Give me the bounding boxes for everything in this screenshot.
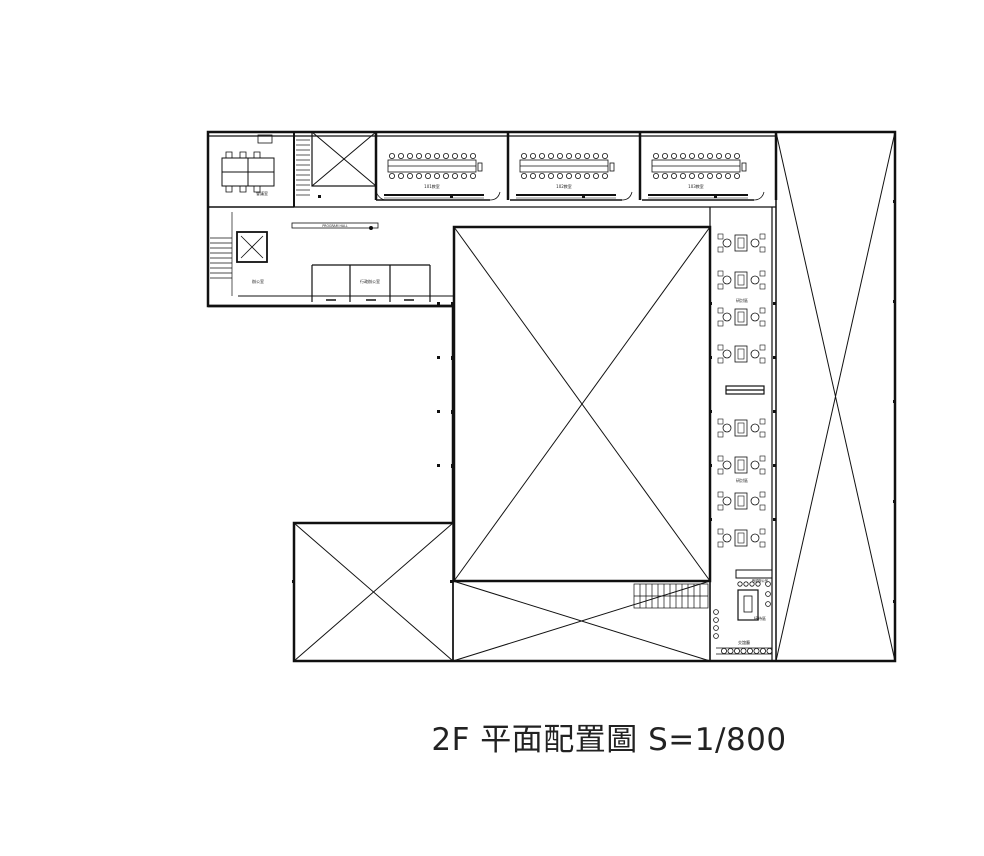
reception-seat: [765, 581, 771, 587]
classroom-desk-row: [516, 152, 616, 199]
lounge-seats: [713, 581, 773, 655]
study-pod: [717, 528, 766, 548]
study-pod: [717, 344, 766, 364]
floor-plan-drawing: [206, 130, 897, 663]
stair-well-top: [311, 131, 377, 187]
floor-plan: 101教室 102教室 103教室 會議室 PROGRAM HALL 辦公室 行…: [206, 130, 897, 663]
reception-seat: [765, 591, 771, 597]
elevator-shaft: [236, 231, 268, 263]
lounge-seat: [747, 648, 754, 655]
label-office-b: 行政辦公室: [360, 278, 380, 284]
office-chairs: [225, 151, 261, 193]
label-reception: 接待區: [754, 615, 766, 621]
label-classroom-3: 103教室: [688, 183, 704, 189]
lounge-seat: [727, 648, 734, 655]
label-staff-room: 教師辦公室: [752, 578, 768, 583]
label-corridor-sign: PROGRAM HALL: [322, 224, 347, 228]
label-study-area-upper: 研討區: [736, 297, 748, 303]
drawing-caption: 2F 平面配置圖 S=1/800: [431, 722, 787, 758]
reception-screen: [743, 595, 753, 613]
lounge-seat: [766, 648, 773, 655]
reception-desk: [737, 589, 759, 621]
study-pod: [717, 307, 766, 327]
study-pods: [717, 233, 766, 548]
lounge-seat: [713, 609, 719, 615]
stair-well-top-cross-2: [311, 131, 377, 187]
pod-divider: [725, 385, 765, 395]
southwest-void-cross-2: [293, 522, 454, 662]
west-offices: [311, 264, 431, 302]
corridor-marker: [369, 226, 373, 230]
lounge-seat: [721, 648, 728, 655]
structural-columns: [292, 195, 896, 603]
reception-seat: [749, 581, 755, 587]
label-meeting-room: 會議室: [256, 190, 268, 196]
reception-counter: [735, 569, 773, 579]
stair-treads-south: [633, 583, 709, 609]
study-pod: [717, 270, 766, 290]
lounge-seat: [713, 617, 719, 623]
door-swings: [375, 191, 765, 201]
lounge-seat: [713, 633, 719, 639]
central-void-cross-2: [453, 226, 711, 582]
classroom-desk-row: [648, 152, 748, 199]
corridor-signboard: [291, 222, 379, 229]
label-study-area-lower: 研討區: [736, 477, 748, 483]
stair-treads-west: [210, 212, 233, 296]
lounge-seat: [760, 648, 767, 655]
reception-seat: [755, 581, 761, 587]
study-pod: [717, 418, 766, 438]
lounge-seat: [740, 648, 747, 655]
lounge-seat: [753, 648, 760, 655]
study-pod: [717, 491, 766, 511]
classroom-desk-row: [384, 152, 484, 199]
label-office-a: 辦公室: [252, 278, 264, 284]
reception-seat: [765, 601, 771, 607]
south-void-cross-2: [452, 580, 711, 662]
label-lounge: 交誼廳: [738, 639, 750, 645]
reception-seat: [737, 581, 743, 587]
office-cabinet: [257, 134, 273, 144]
lounge-seat: [734, 648, 741, 655]
room-labels: 101教室 102教室 103教室 會議室 PROGRAM HALL 辦公室 行…: [252, 183, 768, 645]
stair-treads-top: [296, 139, 310, 196]
label-classroom-1: 101教室: [424, 183, 440, 189]
classroom-walls: [208, 199, 754, 208]
label-classroom-2: 102教室: [556, 183, 572, 189]
east-void-cross-2: [775, 131, 896, 662]
study-pod: [717, 233, 766, 253]
classroom-desks: [384, 152, 748, 199]
reception-seat: [743, 581, 749, 587]
lounge-seat: [713, 625, 719, 631]
study-pod: [717, 455, 766, 475]
elevator-cross-2: [240, 235, 264, 259]
lounge-bench: [716, 647, 772, 655]
east-void: [775, 131, 896, 662]
